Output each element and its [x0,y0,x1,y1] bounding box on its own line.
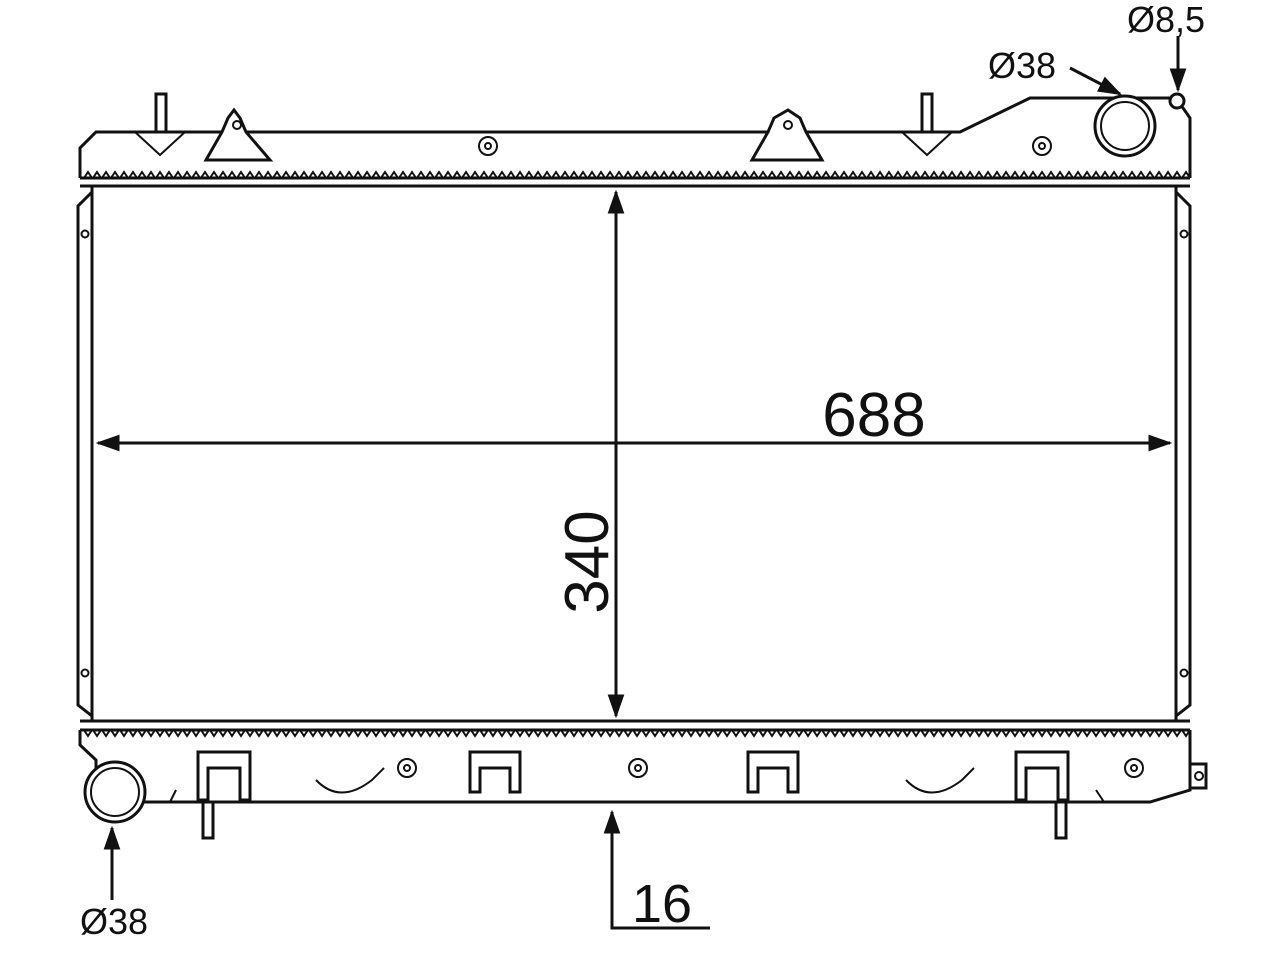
thickness-dimension-label: 16 [632,874,692,934]
top-inlet-neck [1093,94,1157,158]
height-dimension-label: 340 [553,510,622,613]
top-tank [78,92,1192,188]
inlet-diameter-callout: Ø38 [988,45,1123,96]
vent-diameter-callout: Ø8,5 [1127,0,1205,93]
height-dimension: 340 [553,189,625,719]
width-dimension-label: 688 [822,381,925,450]
radiator-core [90,184,1178,723]
vent-diameter-label: Ø8,5 [1127,0,1205,40]
vent-nipple [1168,92,1186,110]
inlet-diameter-label: Ø38 [988,45,1056,86]
outlet-diameter-callout: Ø38 [80,825,148,942]
width-dimension: 688 [95,381,1173,452]
bottom-outlet-neck [83,760,147,824]
outlet-diameter-label: Ø38 [80,901,148,942]
thickness-dimension: 16 [603,809,710,934]
left-side-plate [76,190,94,718]
bottom-tank [78,719,1208,840]
right-side-plate [1174,190,1192,718]
